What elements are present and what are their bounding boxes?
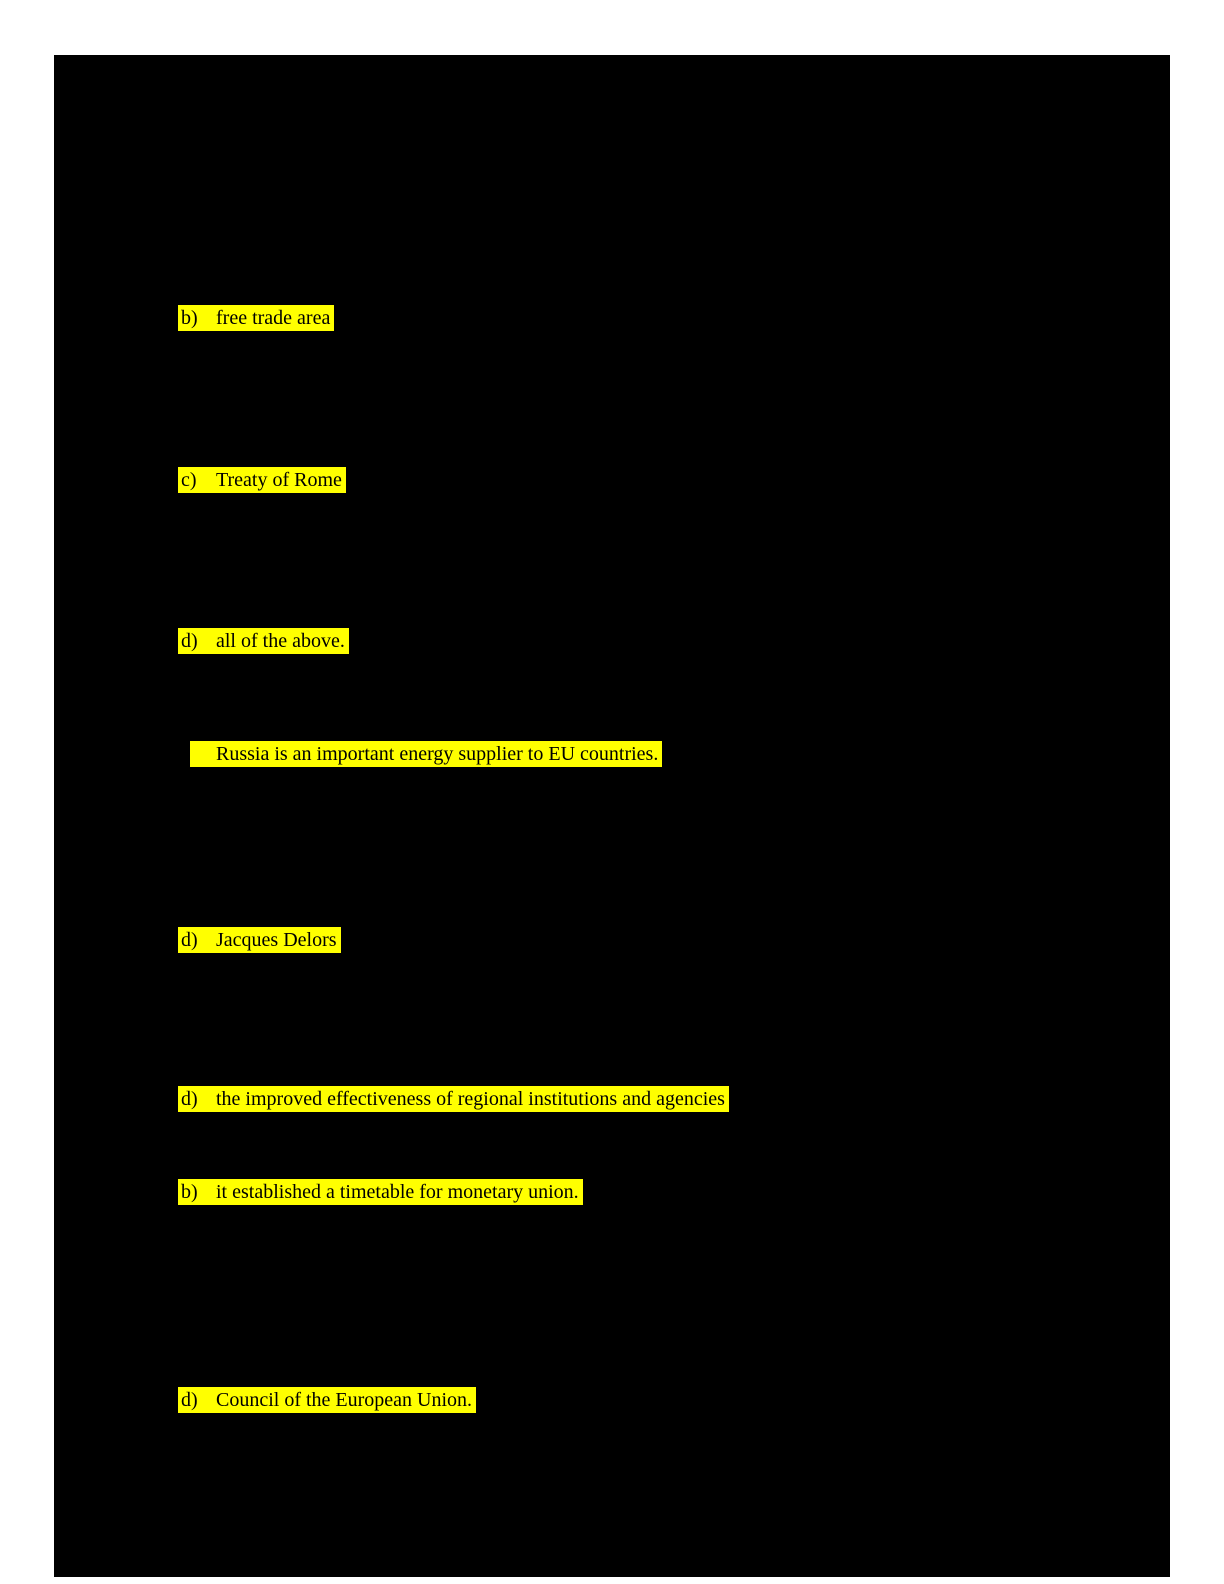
answer-letter: b): [181, 307, 198, 329]
answer-text: Jacques Delors: [216, 929, 337, 951]
highlight-council-of-european-union: d) Council of the European Union.: [178, 1387, 477, 1413]
highlight-russia-energy-supplier: Russia is an important energy supplier t…: [190, 741, 663, 767]
answer-letter: d): [181, 1088, 198, 1110]
answer-letter: c): [181, 469, 197, 491]
highlight-treaty-of-rome: c) Treaty of Rome: [178, 467, 346, 493]
answer-text: Treaty of Rome: [216, 469, 342, 491]
highlight-monetary-union-timetable: b) it established a timetable for monetar…: [178, 1179, 583, 1205]
highlight-regional-institutions: d) the improved effectiveness of regional…: [178, 1086, 729, 1112]
highlight-free-trade-area: b) free trade area: [178, 305, 335, 331]
answer-text: free trade area: [216, 307, 331, 329]
answer-letter: d): [181, 630, 198, 652]
highlight-jacques-delors: d) Jacques Delors: [178, 927, 341, 953]
answer-text: all of the above.: [216, 630, 345, 652]
answer-text: Russia is an important energy supplier t…: [216, 743, 659, 765]
answer-letter: d): [181, 1389, 198, 1411]
answer-letter: b): [181, 1181, 198, 1203]
highlight-all-of-the-above: d) all of the above.: [178, 628, 349, 654]
document-content-area: b) free trade area c) Treaty of Rome d) all…: [54, 55, 1170, 1577]
answer-text: it established a timetable for monetary …: [216, 1181, 579, 1203]
answer-letter: d): [181, 929, 198, 951]
answer-text: Council of the European Union.: [216, 1389, 473, 1411]
answer-text: the improved effectiveness of regional i…: [216, 1088, 725, 1110]
